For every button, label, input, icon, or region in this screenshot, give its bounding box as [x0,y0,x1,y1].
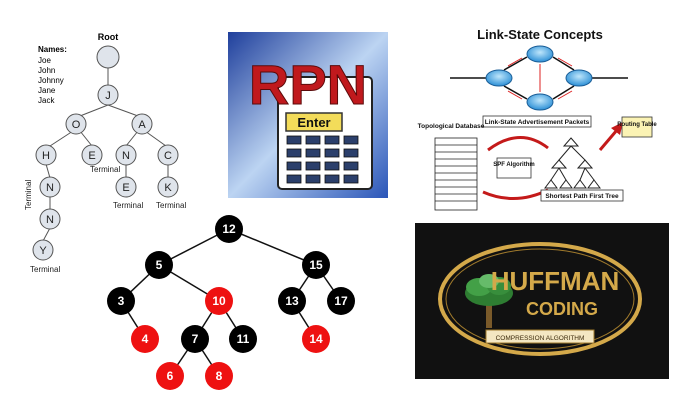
trie-node-label: E [88,150,95,162]
trie-node [39,208,61,230]
calculator-keys [286,135,359,184]
trie-node [131,113,153,135]
trie-node [32,239,54,261]
rb-node-label: 5 [156,258,163,272]
names-heading: Names: [38,45,67,54]
trie-node-label: O [72,119,81,131]
rb-node-label: 6 [167,369,174,383]
huffman-subtitle: CODING [526,299,598,319]
trie-node-label: N [46,182,54,194]
trie-node [35,144,57,166]
rb-node-label: 3 [118,294,125,308]
rb-node-label: 17 [334,294,348,308]
huffman-coding-logo: HUFFMAN CODING COMPRESSION ALGORITHM [415,223,669,379]
rpn-title: RPN [249,53,367,116]
trie-node [157,144,179,166]
rb-node-red [205,287,233,315]
link-state-title: Link-State Concepts [477,27,603,42]
rb-node-label: 10 [212,294,226,308]
terminal-label: Terminal [113,201,143,210]
trie-node-label: A [138,119,146,131]
name-item: Jack [38,96,55,105]
rb-node-black [302,251,330,279]
rb-node-black [107,287,135,315]
rb-node-label: 7 [192,332,199,346]
trie-node [39,176,61,198]
rpn-calculator-image: Enter RPN [228,32,388,198]
trie-node [81,144,103,166]
trie-node [65,113,87,135]
rb-node-label: 12 [222,222,236,236]
router-icon [485,45,593,111]
trie-node [157,176,179,198]
trie-node-label: Y [39,245,47,257]
rb-node-black [278,287,306,315]
trie-node [115,176,137,198]
trie-node [97,84,119,106]
rb-node-label: 13 [285,294,299,308]
database-label: Topological Database [418,123,485,130]
terminal-label: Terminal [30,265,60,274]
terminal-label-vertical: Terminal [24,180,33,210]
rb-node-label: 4 [142,332,149,346]
rb-node-label: 8 [216,369,223,383]
trie-node-label: E [122,182,129,194]
trie-node-label: N [46,214,54,226]
terminal-label: Terminal [90,165,120,174]
rb-node-red [156,362,184,390]
rb-node-label: 14 [309,332,323,346]
tree-icon [465,274,513,328]
topological-database-table [434,137,478,211]
enter-key-label: Enter [297,115,330,130]
trie-node [115,144,137,166]
trie-node-label: C [164,150,172,162]
rb-node-black [327,287,355,315]
routing-table-label: Routing Table [617,122,657,128]
trie-node-label: N [122,150,130,162]
rb-node-black [229,325,257,353]
trie-root-label: Root [98,32,119,42]
lsa-packets-label: Link-State Advertisement Packets [485,119,590,126]
trie-node-label: K [164,182,172,194]
terminal-label: Terminal [156,201,186,210]
rb-node-label: 15 [309,258,323,272]
trie-node-root [96,45,120,69]
trie-diagram: Root Names: Joe John Johnny Jane Jack [24,32,186,274]
name-item: Jane [38,86,56,95]
huffman-banner: COMPRESSION ALGORITHM [496,335,585,342]
red-black-tree: 12 5 15 3 10 13 17 4 7 11 14 6 8 [107,215,355,390]
name-item: John [38,66,55,75]
huffman-title: HUFFMAN [491,266,620,296]
rb-node-red [205,362,233,390]
rb-node-black [215,215,243,243]
spf-tree-graphic [544,137,601,189]
link-state-diagram: Link-State Concepts Link-State Advertise… [418,27,657,211]
rb-node-red [302,325,330,353]
enter-key [285,112,343,132]
rb-node-label: 11 [237,332,250,346]
rb-node-black [181,325,209,353]
trie-node-label: H [42,150,50,162]
name-item: Joe [38,56,51,65]
spf-label: SPF Algorithm [493,162,534,168]
rb-node-red [131,325,159,353]
spf-tree-label: Shortest Path First Tree [545,193,619,200]
name-item: Johnny [38,76,64,85]
rb-node-black [145,251,173,279]
trie-node-label: J [105,90,111,102]
